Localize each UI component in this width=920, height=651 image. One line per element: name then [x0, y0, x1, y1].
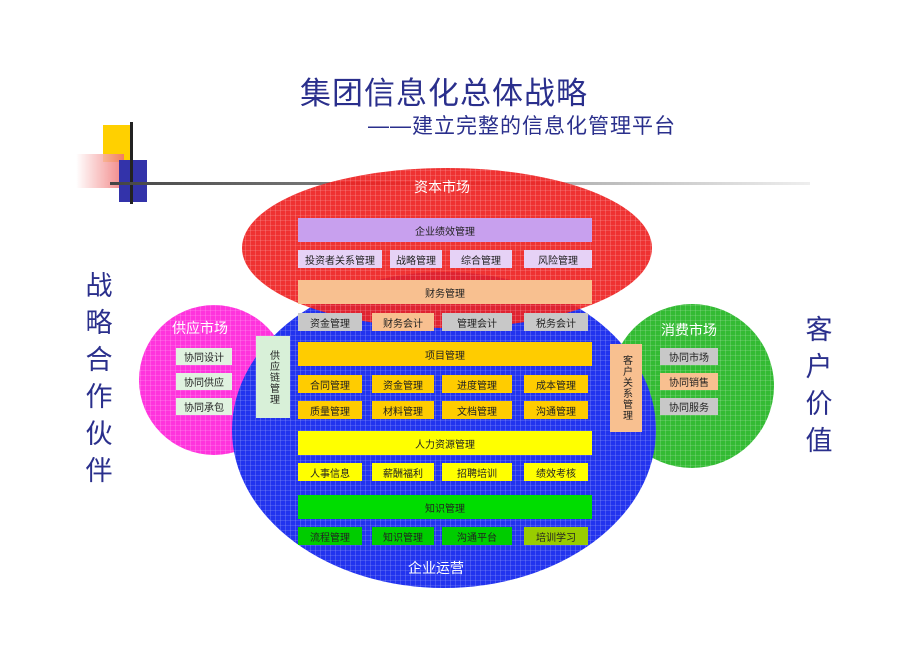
project-mgmt-bar: 项目管理 [298, 342, 592, 366]
management-accounting-box: 管理会计 [442, 313, 512, 331]
operations-label: 企业运营 [408, 560, 464, 577]
crm-box: 客户关系管理 [610, 344, 642, 432]
communication-platform-box: 沟通平台 [442, 527, 512, 545]
performance-review-box: 绩效考核 [524, 463, 588, 481]
cost-mgmt-box: 成本管理 [524, 375, 588, 393]
hr-mgmt-bar: 人力资源管理 [298, 431, 592, 455]
personnel-info-box: 人事信息 [298, 463, 362, 481]
performance-mgmt-bar: 企业绩效管理 [298, 218, 592, 242]
contract-mgmt-box: 合同管理 [298, 375, 362, 393]
consumer-market-label: 消费市场 [661, 322, 717, 339]
knowledge-mgmt-bar: 知识管理 [298, 495, 592, 519]
quality-mgmt-box: 质量管理 [298, 401, 362, 419]
collab-design-box: 协同设计 [176, 348, 232, 365]
capital-market-label: 资本市场 [414, 179, 470, 196]
right-side-label: 客户价值 [805, 315, 833, 457]
communication-mgmt-box: 沟通管理 [524, 401, 588, 419]
document-mgmt-box: 文档管理 [442, 401, 512, 419]
collab-contract-box: 协同承包 [176, 398, 232, 415]
recruitment-box: 招聘培训 [442, 463, 512, 481]
finance-mgmt-bar: 财务管理 [298, 280, 592, 304]
collab-supply-box: 协同供应 [176, 373, 232, 390]
collab-service-box: 协同服务 [660, 398, 718, 415]
left-side-label: 战略合作伙伴 [85, 271, 113, 487]
training-learning-box: 培训学习 [524, 527, 588, 545]
page-title: 集团信息化总体战略 [300, 76, 588, 112]
fund-mgmt-box: 资金管理 [298, 313, 362, 331]
investor-relations-box: 投资者关系管理 [298, 250, 382, 268]
general-mgmt-box: 综合管理 [450, 250, 512, 268]
process-mgmt-box: 流程管理 [298, 527, 362, 545]
material-mgmt-box: 材料管理 [372, 401, 434, 419]
supply-market-label: 供应市场 [172, 320, 228, 337]
page-subtitle: ――建立完整的信息化管理平台 [368, 114, 676, 138]
tax-accounting-box: 税务会计 [524, 313, 588, 331]
financial-accounting-box: 财务会计 [372, 313, 434, 331]
supply-chain-mgmt-box: 供应链管理 [256, 336, 290, 418]
risk-mgmt-box: 风险管理 [524, 250, 592, 268]
collab-sales-box: 协同销售 [660, 373, 718, 390]
logo-vertical-line [130, 122, 133, 204]
strategy-mgmt-box: 战略管理 [390, 250, 442, 268]
schedule-mgmt-box: 进度管理 [442, 375, 512, 393]
knowledge-mgmt-box: 知识管理 [372, 527, 434, 545]
collab-market-box: 协同市场 [660, 348, 718, 365]
logo-blue-square [119, 160, 147, 202]
project-fund-mgmt-box: 资金管理 [372, 375, 434, 393]
compensation-box: 薪酬福利 [372, 463, 434, 481]
